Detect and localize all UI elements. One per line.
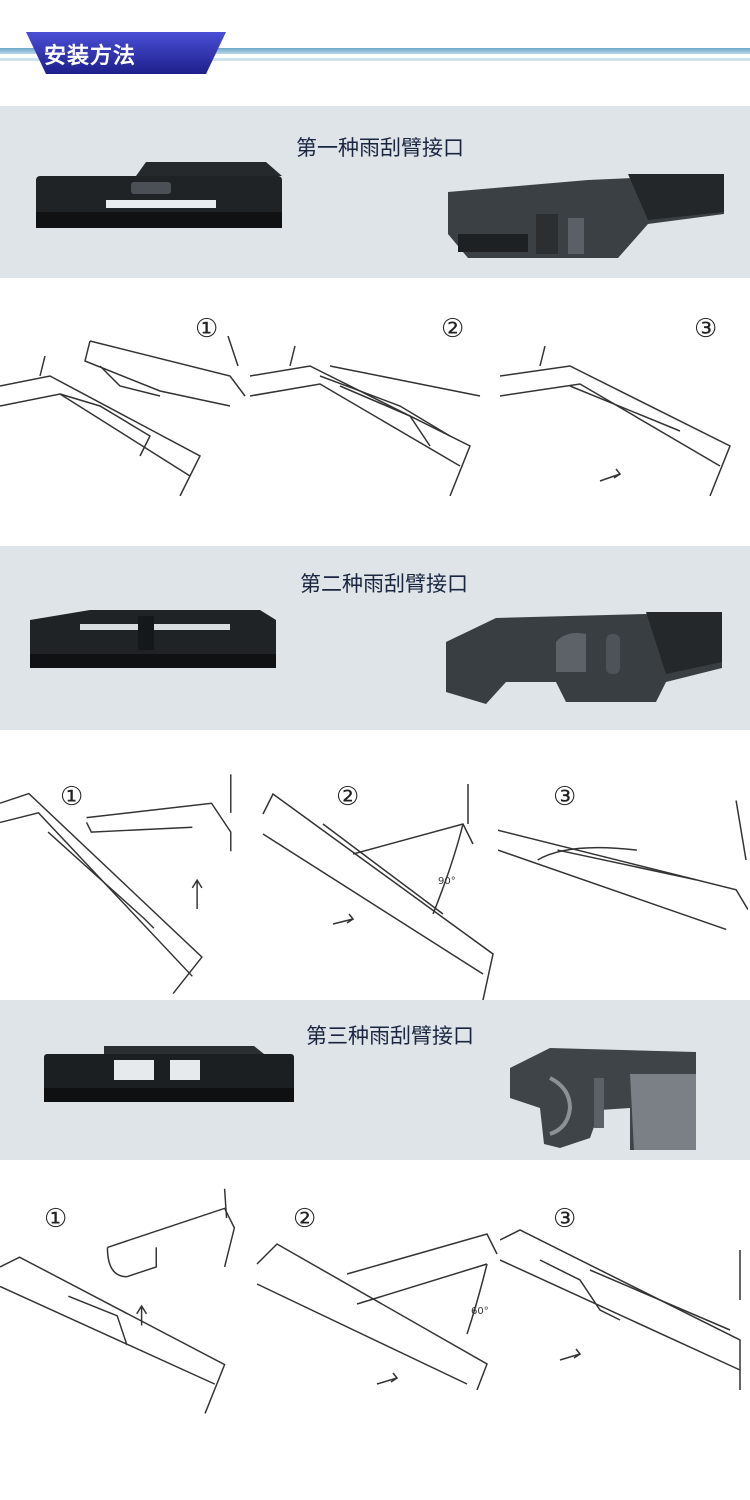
section-1-title: 第一种雨刮臂接口: [296, 136, 464, 160]
section-header: 安装方法: [0, 0, 750, 100]
section-2-title: 第二种雨刮臂接口: [300, 572, 468, 596]
section-2-step-2-diagram: 90°: [262, 784, 494, 1000]
section-3-title: 第三种雨刮臂接口: [306, 1024, 474, 1048]
section-3-step-2-diagram: 60°: [256, 1233, 498, 1390]
angle-label-60: 60°: [471, 1306, 489, 1317]
header-badge: [26, 32, 226, 74]
section-1-step-1-number: ①: [195, 314, 219, 344]
section-1-step-3-number: ③: [694, 314, 718, 344]
header-rule: [0, 48, 750, 54]
connector-1-side-photo: [36, 162, 282, 228]
connector-2-side-photo: [30, 610, 276, 668]
section-1-step-2-number: ②: [441, 314, 465, 344]
connector-3-side-photo: [44, 1046, 294, 1102]
section-2-step-3-diagram: [498, 800, 748, 931]
connector-1-detail-photo: [448, 174, 724, 258]
connector-3-detail-photo: [510, 1048, 696, 1150]
section-1-step-1-diagram: [0, 336, 246, 496]
section-2-step-2-number: ②: [336, 782, 360, 812]
connector-2-detail-photo: [446, 612, 722, 704]
angle-label-90: 90°: [438, 876, 456, 887]
section-1-band: 第一种雨刮臂接口: [0, 106, 750, 278]
section-3-step-3-diagram: [500, 1229, 741, 1390]
section-3-step-2-number: ②: [293, 1204, 317, 1234]
section-3-step-1-number: ①: [44, 1204, 68, 1234]
section-2-step-1-number: ①: [60, 782, 84, 812]
section-1-step-3-diagram: [500, 345, 731, 496]
header-title: 安装方法: [44, 44, 137, 69]
section-1-step-2-diagram: [250, 345, 481, 496]
section-3-band: 第三种雨刮臂接口: [0, 1000, 750, 1160]
section-3-step-3-number: ③: [553, 1204, 577, 1234]
header-rule-secondary: [0, 58, 750, 61]
section-3-step-1-diagram: [0, 1188, 236, 1414]
section-2-step-3-number: ③: [553, 782, 577, 812]
section-2-band: 第二种雨刮臂接口: [0, 546, 750, 730]
section-2-step-1-diagram: [0, 774, 232, 995]
